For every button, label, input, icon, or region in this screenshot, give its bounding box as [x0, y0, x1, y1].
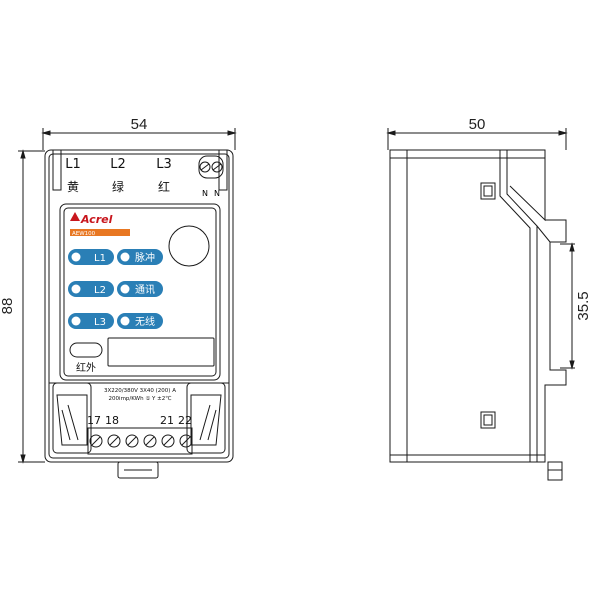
terminal-l3-label: L3	[156, 157, 172, 172]
indicator-wireless-label: 无线	[135, 315, 155, 328]
indicator-l3	[68, 313, 114, 329]
front-width-dimension	[41, 128, 237, 150]
terminal-l2-label: L2	[110, 157, 126, 172]
side-width-dimension	[386, 128, 568, 150]
terminal-l1-label: L1	[65, 157, 81, 172]
model-bar	[70, 229, 130, 236]
terminal-l1-color: 黄	[67, 180, 79, 194]
ir-port	[69, 342, 103, 358]
din-clip	[117, 461, 159, 479]
terminal-n2-label: N	[214, 189, 220, 198]
indicator-l1-label: L1	[94, 253, 106, 264]
display-window	[107, 337, 215, 367]
side-width-label: 50	[469, 116, 486, 133]
rail-height-label: 35.5	[575, 291, 592, 320]
terminal-n1-label: N	[202, 189, 208, 198]
terminal-17-label: 17	[87, 414, 101, 427]
brand-logo-icon	[70, 212, 80, 221]
front-width-label: 54	[131, 116, 148, 133]
front-view	[18, 128, 237, 479]
model-name: AEW100	[72, 231, 96, 237]
indicator-pulse-label: 脉冲	[135, 251, 155, 264]
infrared-label: 红外	[76, 361, 96, 374]
front-height-label: 88	[0, 298, 16, 315]
terminal-l3-color: 红	[158, 179, 170, 194]
terminal-21-label: 21	[160, 414, 174, 427]
rating-line-2: 200imp/KWh ① Y ±2℃	[109, 395, 172, 402]
side-housing	[389, 149, 567, 463]
front-height-dimension	[18, 149, 45, 464]
indicator-comm-label: 通讯	[135, 284, 155, 296]
n-terminal-block	[198, 155, 224, 179]
indicator-l3-label: L3	[94, 317, 106, 328]
terminal-18-label: 18	[105, 414, 119, 427]
indicator-pulse	[117, 249, 163, 265]
terminal-l2-color: 绿	[112, 179, 124, 194]
terminal-22-label: 22	[178, 414, 192, 427]
side-view-labels: 50 35.5	[469, 116, 592, 321]
front-view-labels: 54 88 L1 L2 L3 黄 绿 红 N N Acrel AEW100 L1…	[0, 116, 220, 427]
rating-line-1: 3X220/380V 3X40 (200) A	[104, 388, 176, 394]
indicator-comm	[117, 281, 163, 297]
indicator-l2	[68, 281, 114, 297]
indicator-l1	[68, 249, 114, 265]
rail-height-dimension	[560, 242, 575, 370]
bottom-terminal-strip	[87, 427, 193, 455]
brand-name: Acrel	[80, 213, 113, 226]
ir-window	[168, 225, 210, 267]
indicator-wireless	[117, 313, 163, 329]
side-view	[386, 128, 575, 481]
indicator-l2-label: L2	[94, 285, 106, 296]
